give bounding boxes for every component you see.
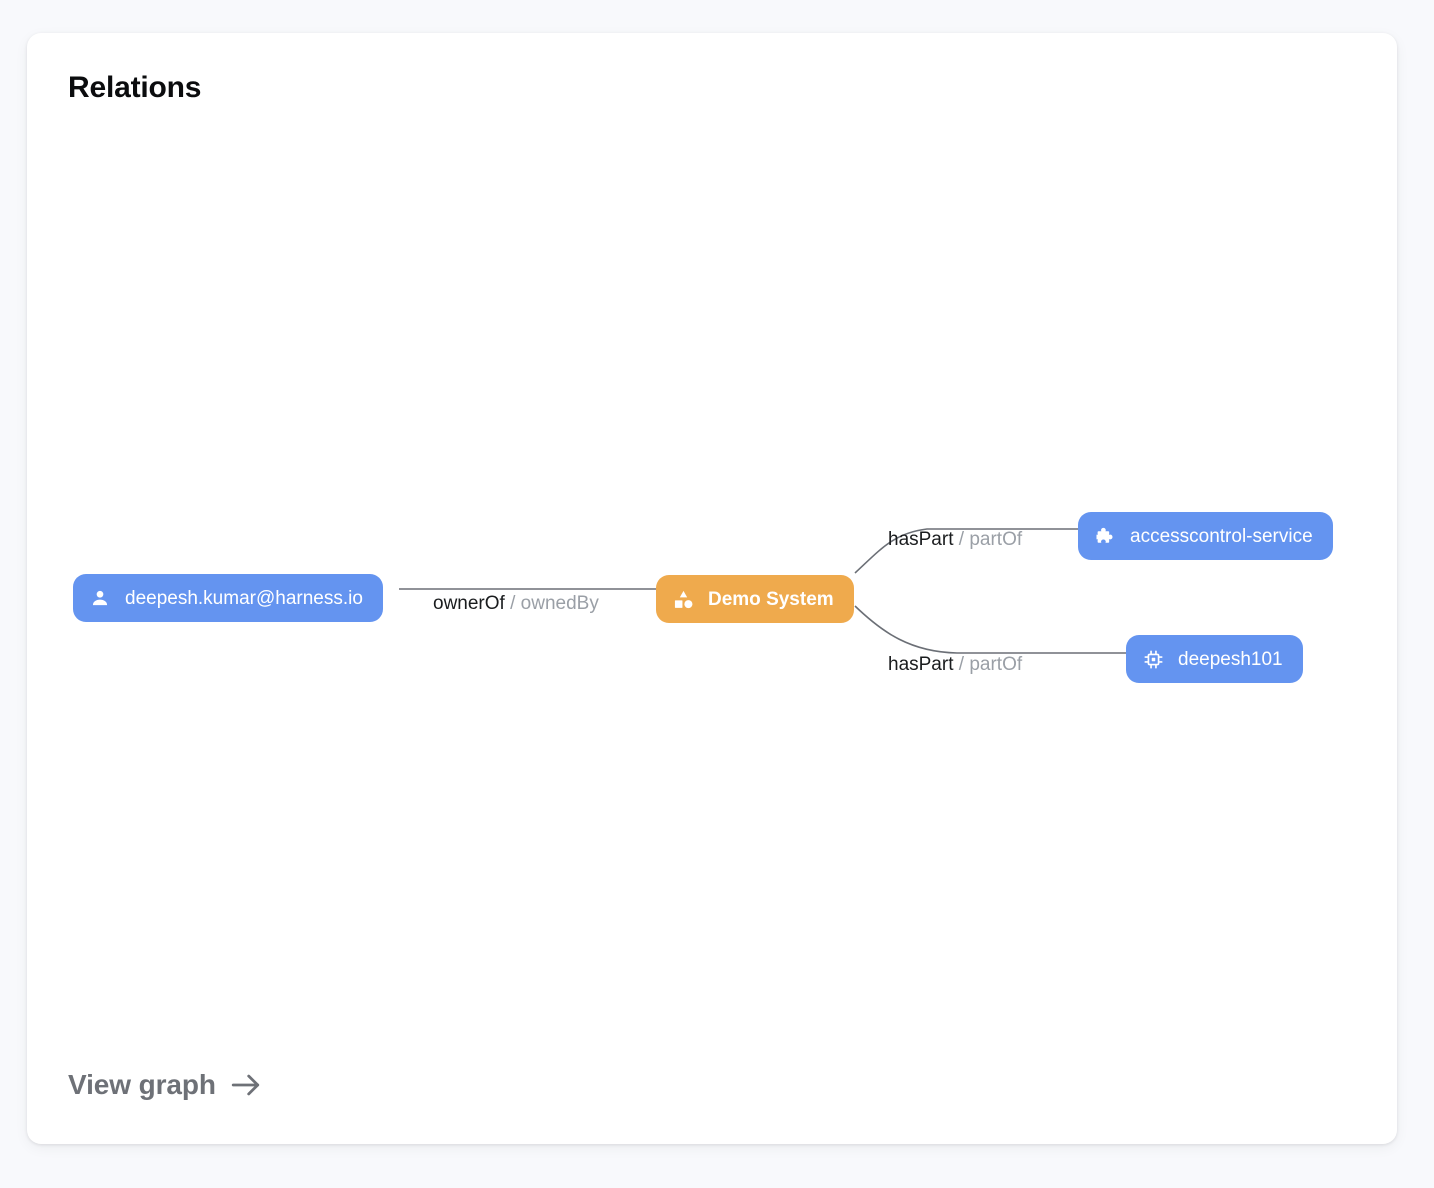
view-graph-link[interactable]: View graph	[68, 1071, 262, 1099]
edge-label-ownerof: ownerOf / ownedBy	[433, 594, 599, 613]
arrow-right-icon	[230, 1072, 262, 1098]
graph-node-user[interactable]: deepesh.kumar@harness.io	[73, 574, 383, 622]
view-graph-label: View graph	[68, 1069, 216, 1100]
chip-icon	[1142, 648, 1164, 670]
relation-forward: hasPart	[888, 654, 954, 675]
graph-node-resource[interactable]: deepesh101	[1126, 635, 1303, 683]
page-title: Relations	[68, 71, 202, 104]
relation-reverse: ownedBy	[520, 593, 599, 614]
puzzle-piece-icon	[1094, 525, 1116, 547]
relation-forward: hasPart	[888, 529, 954, 550]
person-icon	[89, 587, 111, 609]
graph-node-label: deepesh.kumar@harness.io	[125, 587, 363, 609]
edge-haspart-component	[854, 528, 1078, 574]
graph-node-label: Demo System	[708, 588, 834, 610]
graph-node-system[interactable]: Demo System	[656, 575, 854, 623]
graph-node-component[interactable]: accesscontrol-service	[1078, 512, 1333, 560]
edge-label-haspart-component: hasPart / partOf	[888, 530, 1022, 549]
graph-node-label: accesscontrol-service	[1130, 525, 1313, 547]
edge-label-haspart-resource: hasPart / partOf	[888, 655, 1022, 674]
relations-card: Relations deepesh.kumar@harness.io	[27, 33, 1397, 1144]
relation-separator: /	[958, 654, 965, 675]
relation-forward: ownerOf	[433, 593, 505, 614]
relations-graph[interactable]: deepesh.kumar@harness.io Demo System acc…	[27, 33, 1397, 1144]
relation-reverse: partOf	[969, 529, 1023, 550]
relation-separator: /	[958, 529, 965, 550]
relation-separator: /	[510, 593, 516, 614]
edge-haspart-resource	[854, 605, 1126, 654]
shapes-icon	[672, 588, 694, 610]
graph-edges	[399, 528, 1126, 654]
relation-reverse: partOf	[969, 654, 1023, 675]
graph-node-label: deepesh101	[1178, 648, 1283, 670]
